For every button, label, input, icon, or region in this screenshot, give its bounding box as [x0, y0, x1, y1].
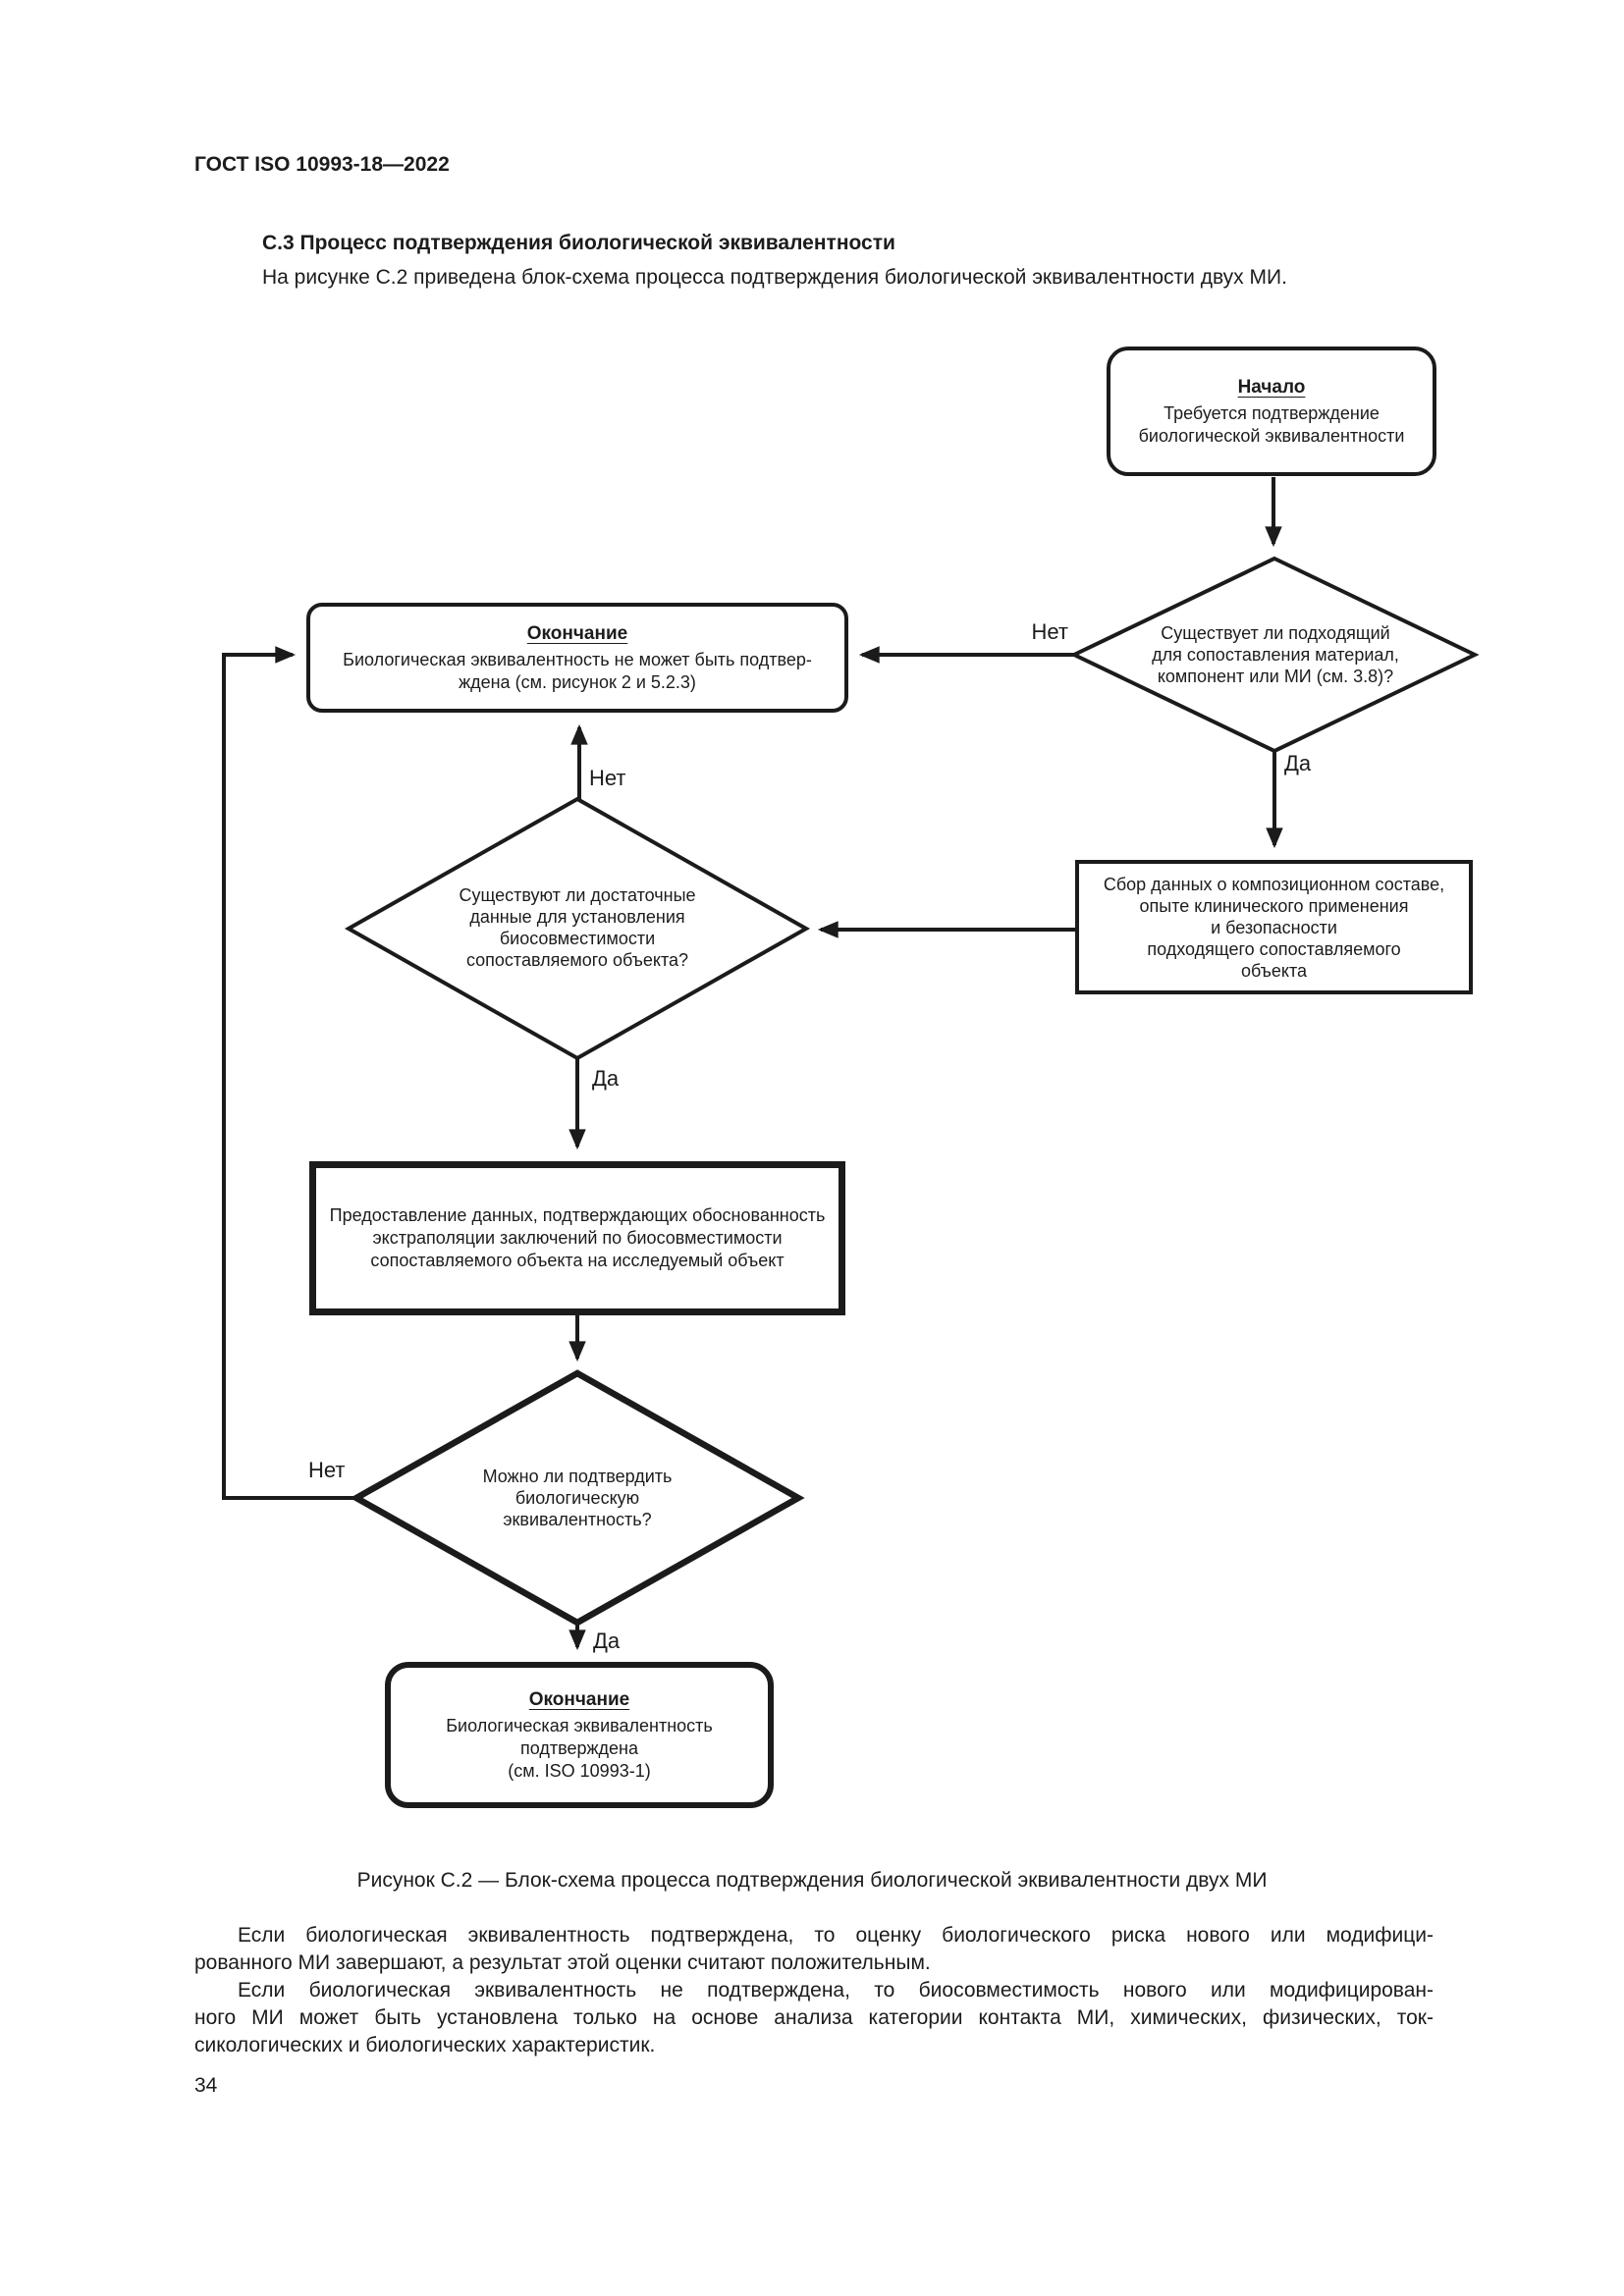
paragraph-line: сикологических и биологических характери…: [194, 2034, 656, 2056]
provide-data-line: сопоставляемого объекта на исследуемый о…: [370, 1251, 785, 1270]
decision-line: данные для установления: [469, 907, 685, 927]
decision-sufficient-data-diamond: [344, 796, 811, 1061]
intro-paragraph: На рисунке С.2 приведена блок-схема проц…: [262, 266, 1287, 289]
end-node-confirmed-line: Биологическая эквивалентность: [446, 1715, 713, 1735]
collect-data-line: опыте клинического применения: [1139, 895, 1409, 916]
decision-line: сопоставляемого объекта?: [465, 950, 689, 970]
section-heading: С.3 Процесс подтверждения биологической …: [262, 232, 895, 254]
body-paragraphs: Если биологическая эквивалентность подтв…: [194, 1922, 1434, 2059]
collect-data-line: Сбор данных о композиционном составе,: [1103, 874, 1445, 894]
collect-data-line: подходящего сопоставляемого: [1147, 938, 1401, 959]
decision-confirm-equivalence-text: Можно ли подтвердить биологическую эквив…: [430, 1466, 725, 1530]
end-node-not-confirmed-line: Биологическая эквивалентность не может б…: [343, 649, 812, 669]
decision-sufficient-data-text: Существуют ли достаточные данные для уст…: [420, 884, 734, 971]
end-node-confirmed-title: Окончание: [528, 1688, 630, 1710]
provide-data-line: Предоставление данных, подтверждающих об…: [329, 1205, 826, 1225]
end-node-confirmed-line: (см. ISO 10993-1): [508, 1760, 651, 1781]
collect-data-line: и безопасности: [1211, 917, 1337, 937]
branch-label-no: Нет: [589, 766, 626, 790]
paragraph-line: Если биологическая эквивалентность подтв…: [238, 1924, 1434, 1947]
collect-data-process: Сбор данных о композиционном составе, оп…: [1075, 860, 1473, 994]
decision-line: биологическую: [514, 1488, 640, 1508]
branch-label-yes: Да: [593, 1629, 621, 1653]
branch-label-yes: Да: [592, 1066, 620, 1091]
end-node-not-confirmed-title: Окончание: [526, 622, 628, 644]
decision-line: Существуют ли достаточные: [459, 885, 696, 905]
end-node-not-confirmed-line: ждена (см. рисунок 2 и 5.2.3): [459, 671, 696, 692]
paragraph-line: Если биологическая эквивалентность не по…: [238, 1979, 1434, 2002]
decision-line: эквивалентность?: [503, 1510, 652, 1529]
arrow-decision3-no-loop-to-end1: [222, 646, 356, 1500]
branch-label-yes: Да: [1284, 751, 1312, 775]
decision-line: Можно ли подтвердить: [482, 1467, 673, 1486]
provide-data-process: Предоставление данных, подтверждающих об…: [309, 1161, 845, 1315]
branch-label-no: Нет: [308, 1458, 346, 1482]
end-node-not-confirmed: Окончание Биологическая эквивалентность …: [306, 603, 848, 713]
decision-line: компонент или МИ (см. 3.8)?: [1157, 667, 1394, 686]
start-node-line: биологической эквивалентности: [1138, 425, 1405, 446]
branch-label-no: Нет: [1031, 619, 1068, 644]
decision-confirm-equivalence-diamond: [350, 1369, 805, 1627]
paragraph-line: ного МИ может быть установлена только на…: [194, 2006, 1434, 2029]
start-node: Начало Требуется подтверждение биологиче…: [1107, 347, 1436, 476]
figure-caption: Рисунок С.2 — Блок-схема процесса подтве…: [356, 1869, 1268, 1892]
start-node-title: Начало: [1237, 376, 1306, 398]
decision-line: Существует ли подходящий: [1161, 623, 1390, 643]
collect-data-line: объекта: [1240, 960, 1308, 981]
document-header: ГОСТ ISO 10993-18—2022: [194, 153, 450, 176]
end-node-confirmed-line: подтверждена: [520, 1737, 638, 1758]
end-node-confirmed: Окончание Биологическая эквивалентность …: [385, 1662, 774, 1808]
decision-line: биосовместимости: [499, 929, 656, 948]
decision-suitable-comparator-text: Существует ли подходящий для сопоставлен…: [1088, 622, 1463, 687]
start-node-line: Требуется подтверждение: [1164, 402, 1380, 423]
decision-suitable-comparator-diamond: [1069, 556, 1480, 754]
provide-data-line: экстраполяции заключений по биосовместим…: [372, 1228, 783, 1248]
decision-line: для сопоставления материал,: [1152, 645, 1399, 665]
page-number: 34: [194, 2074, 218, 2097]
paragraph-line: рованного МИ завершают, а результат этой…: [194, 1951, 931, 1974]
